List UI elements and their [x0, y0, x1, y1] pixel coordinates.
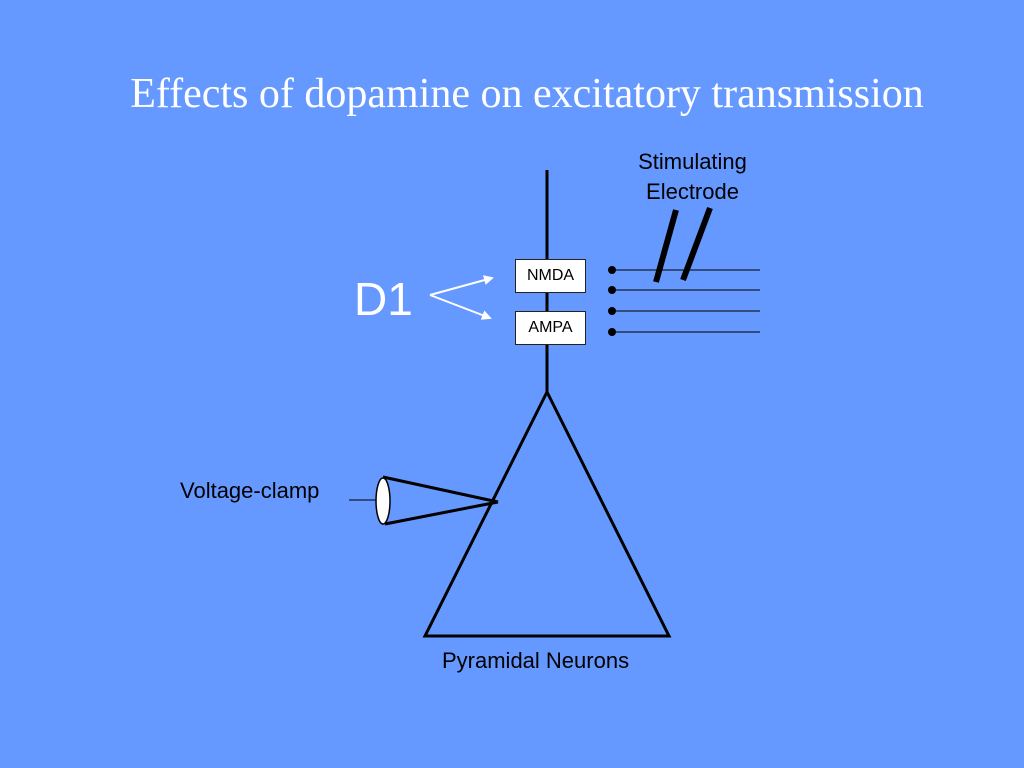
pyramidal-soma	[422, 388, 672, 638]
stimulating-electrode	[653, 206, 713, 283]
synapse-dot	[608, 307, 616, 315]
nmda-receptor-box: NMDA	[515, 259, 586, 293]
synapse-dot	[608, 266, 616, 274]
stimulating-electrode-label: Stimulating Electrode	[600, 147, 785, 207]
recording-pipette	[349, 475, 499, 526]
synapse-dot	[608, 328, 616, 336]
pyramidal-neurons-label: Pyramidal Neurons	[442, 648, 630, 673]
ampa-receptor-box: AMPA	[515, 311, 586, 345]
voltage-clamp-label: Voltage-clamp	[180, 478, 320, 503]
stimulating-electrode-label-line2: Electrode	[646, 179, 739, 204]
d1-arrows	[429, 275, 494, 320]
synapse-dot	[608, 286, 616, 294]
d1-label: D1	[354, 273, 413, 325]
slide-title: Effects of dopamine on excitatory transm…	[130, 71, 924, 117]
stimulating-electrode-label-line1: Stimulating	[638, 149, 747, 174]
